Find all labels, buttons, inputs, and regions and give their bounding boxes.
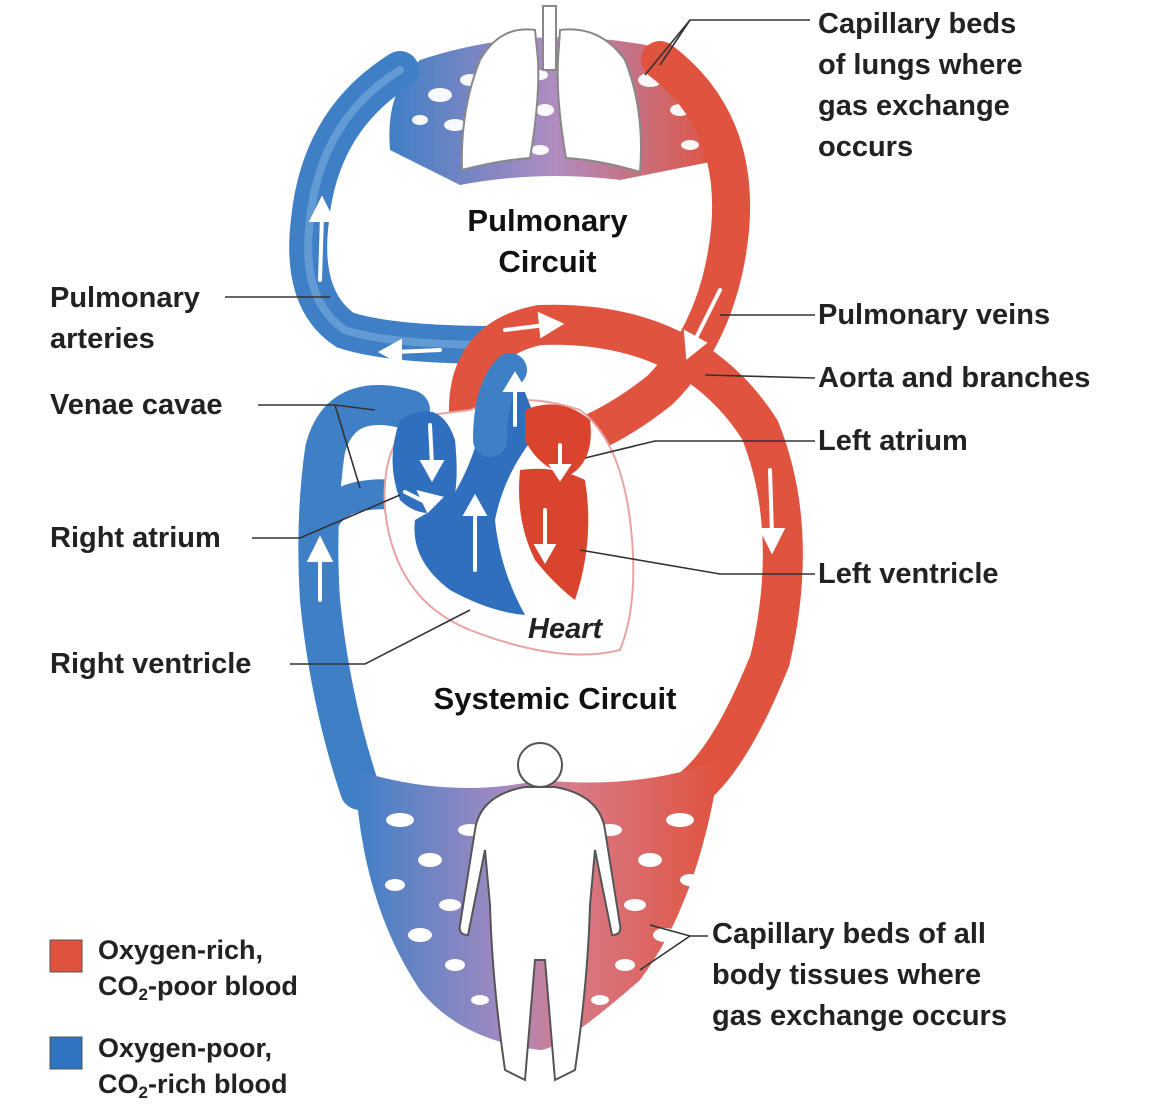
label-aorta: Aorta and branches <box>818 362 1091 394</box>
heart-label: Heart <box>528 613 603 645</box>
legend-oxygen-poor: Oxygen-poor, CO2-rich blood <box>98 1030 287 1102</box>
pulmonary-title-line2: Circuit <box>498 244 597 279</box>
label-right-ventricle: Right ventricle <box>50 648 252 680</box>
capillary-body-line3: gas exchange occurs <box>712 1000 1007 1032</box>
pulmonary-title-line1: Pulmonary <box>467 203 628 238</box>
flow-arrows <box>306 195 786 602</box>
legend-poor-sub: 2 <box>138 1083 148 1102</box>
capillary-lungs-line1: Capillary beds <box>818 8 1017 40</box>
legend-poor-line1: Oxygen-poor, <box>98 1033 273 1063</box>
capillary-body-line1: Capillary beds of all <box>712 918 986 950</box>
legend-poor-line2: CO2-rich blood <box>98 1066 287 1102</box>
label-pulmonary-veins: Pulmonary veins <box>818 299 1051 331</box>
lungs-icon <box>460 5 642 174</box>
human-body-icon <box>458 742 622 1082</box>
capillary-lungs-line3: gas exchange <box>818 90 1010 122</box>
label-venae-cavae: Venae cavae <box>50 389 223 421</box>
label-pulmonary-arteries: Pulmonary arteries <box>50 278 200 360</box>
legend-swatch-oxygen-poor <box>49 1036 83 1070</box>
capillary-lungs-line4: occurs <box>818 131 914 163</box>
legend-poor-post: -rich blood <box>147 1069 288 1099</box>
left-heart <box>519 404 591 600</box>
legend-oxygen-rich: Oxygen-rich, CO2-poor blood <box>98 932 298 1004</box>
label-capillary-lungs: Capillary beds of lungs where gas exchan… <box>818 4 1023 168</box>
legend-poor-co: CO <box>98 1069 139 1099</box>
label-right-atrium: Right atrium <box>50 522 221 554</box>
legend-rich-line1: Oxygen-rich, <box>98 935 264 965</box>
legend-rich-line2: CO2-poor blood <box>98 968 298 1004</box>
pulmonary-arteries-line1: Pulmonary <box>50 282 200 314</box>
pulmonary-circuit-title: Pulmonary Circuit <box>440 200 655 282</box>
pulmonary-arteries-line2: arteries <box>50 323 155 355</box>
legend-rich-co: CO <box>98 971 139 1001</box>
legend-rich-post: -poor blood <box>147 971 298 1001</box>
capillary-body-line2: body tissues where <box>712 959 982 991</box>
legend-swatch-oxygen-rich <box>49 939 83 973</box>
label-capillary-body: Capillary beds of all body tissues where… <box>712 914 1007 1037</box>
label-left-ventricle: Left ventricle <box>818 558 999 590</box>
legend-rich-sub: 2 <box>138 985 148 1004</box>
label-left-atrium: Left atrium <box>818 425 968 457</box>
systemic-circuit-title: Systemic Circuit <box>433 681 677 716</box>
leader-lines <box>225 19 816 971</box>
venae-cavae-vessel <box>298 385 430 810</box>
aorta-vessel <box>448 304 803 810</box>
capillary-lungs-line2: of lungs where <box>818 49 1023 81</box>
